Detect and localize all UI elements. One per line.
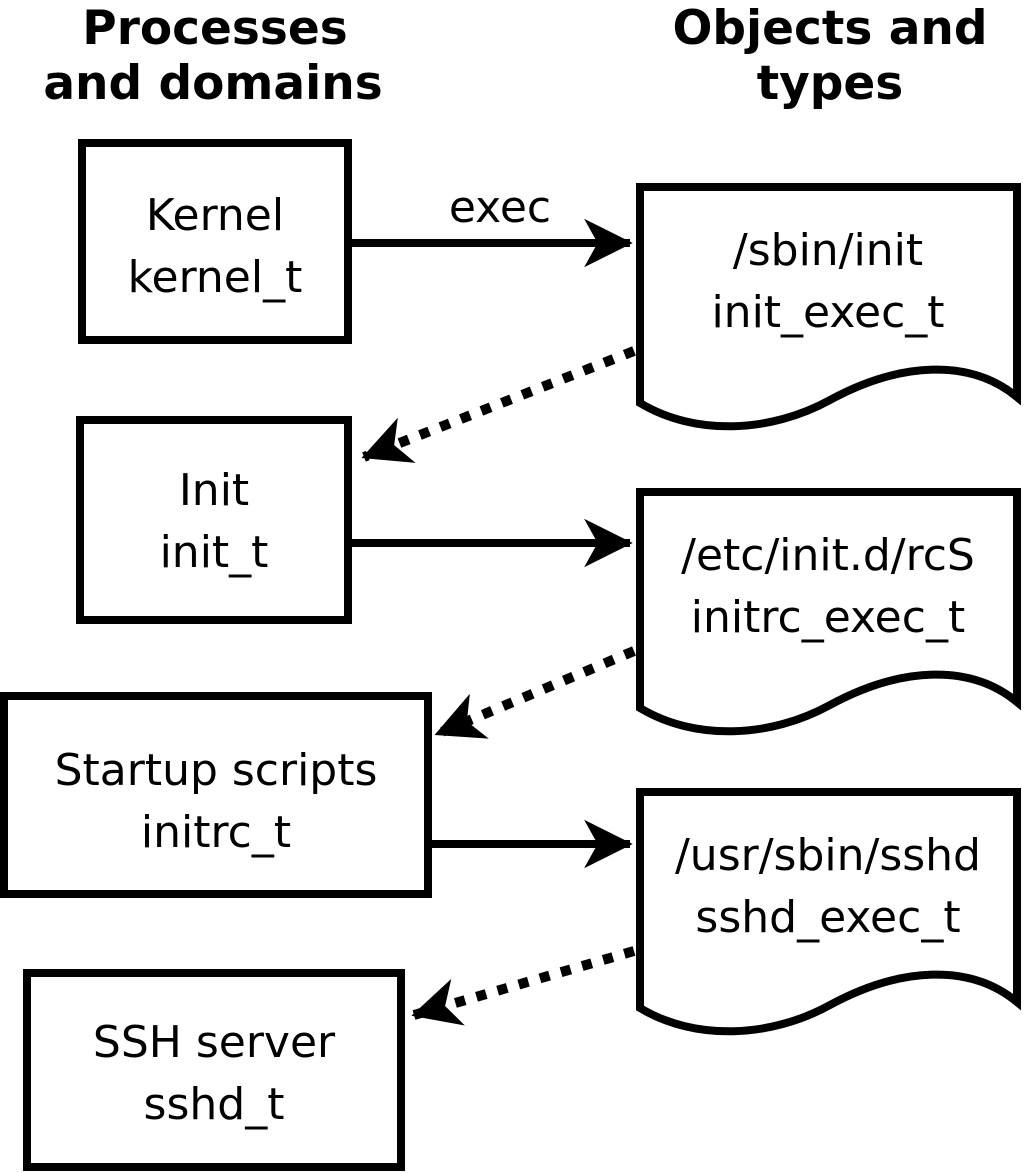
right-heading-line2: types (757, 56, 904, 111)
right-heading-line1: Objects and (672, 1, 987, 56)
process-type-label: initrc_t (141, 807, 291, 858)
left-heading-line1: Processes (82, 1, 347, 56)
transition-arrow-initrc (434, 646, 636, 739)
process-box-init: Init init_t (76, 416, 352, 624)
document-shape (636, 788, 1021, 1036)
process-box-kernel: Kernel kernel_t (78, 139, 352, 344)
process-type-label: init_t (160, 527, 269, 578)
left-heading-line2: and domains (43, 56, 382, 111)
document-shape (636, 183, 1021, 431)
transition-arrow-init (361, 346, 636, 463)
object-path-label: /etc/init.d/rcS (681, 530, 975, 581)
exec-edge-label: exec (449, 182, 551, 233)
process-box-ssh-server: SSH server sshd_t (23, 969, 405, 1171)
left-column-heading: Processes and domains (43, 1, 382, 111)
transition-arrow-sshd (411, 946, 636, 1026)
object-type-label: sshd_exec_t (695, 892, 960, 943)
process-rect (23, 969, 405, 1171)
process-rect (78, 139, 352, 344)
object-type-label: init_exec_t (711, 287, 944, 338)
process-name-label: Kernel (146, 190, 284, 241)
right-column-heading: Objects and types (672, 1, 987, 111)
process-name-label: Startup scripts (55, 745, 378, 796)
process-type-label: kernel_t (128, 252, 303, 303)
object-path-label: /sbin/init (733, 225, 923, 276)
process-type-label: sshd_t (144, 1079, 285, 1130)
object-path-label: /usr/sbin/sshd (675, 830, 981, 881)
object-doc-usr-sbin-sshd: /usr/sbin/sshd sshd_exec_t (636, 788, 1021, 1036)
object-doc-etc-initd-rcs: /etc/init.d/rcS initrc_exec_t (636, 488, 1021, 736)
process-name-label: Init (179, 465, 249, 516)
process-name-label: SSH server (93, 1017, 336, 1068)
process-rect (76, 416, 352, 624)
document-shape (636, 488, 1021, 736)
process-rect (0, 692, 432, 898)
process-box-startup-scripts: Startup scripts initrc_t (0, 692, 432, 898)
object-type-label: initrc_exec_t (691, 592, 965, 643)
object-doc-sbin-init: /sbin/init init_exec_t (636, 183, 1021, 431)
